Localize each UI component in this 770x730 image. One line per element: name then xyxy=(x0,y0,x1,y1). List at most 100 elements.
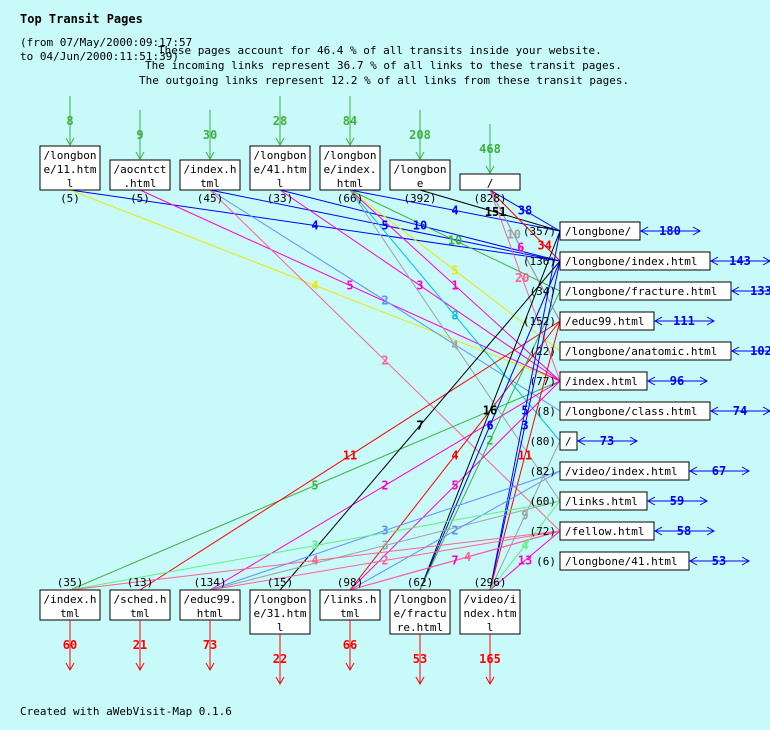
link-line xyxy=(419,290,561,591)
transit-count: 58 xyxy=(677,524,691,538)
transit-node[interactable]: /educ99.html(152)111 xyxy=(523,311,716,331)
link-count: 2 xyxy=(381,294,388,308)
top-node[interactable]: 8/longbone/11.html(5) xyxy=(39,96,101,205)
link-line xyxy=(489,260,561,591)
transit-node[interactable]: /longbone/fracture.html(34)133 xyxy=(530,281,770,301)
node-label: /longbone/class.html xyxy=(565,405,697,418)
top-node[interactable]: 468/(828) xyxy=(459,124,521,205)
link-line xyxy=(209,530,561,591)
node-box[interactable] xyxy=(39,589,101,621)
node-label: / xyxy=(565,435,572,448)
link-line xyxy=(489,320,561,591)
node-count: (136) xyxy=(523,255,556,268)
transit-node[interactable]: /longbone/anatomic.html(22)102 xyxy=(530,341,770,361)
node-label: /educ99.html xyxy=(565,315,644,328)
arrowhead-icon xyxy=(345,137,355,147)
link-count: 3 xyxy=(416,279,423,293)
bottom-node[interactable]: /educ99.html(134)73 xyxy=(179,576,241,672)
node-label: /index.h xyxy=(184,163,237,176)
node-box[interactable] xyxy=(249,145,311,191)
link-count: 6 xyxy=(486,419,493,433)
top-node[interactable]: 208/longbone(392) xyxy=(389,110,451,205)
node-box[interactable] xyxy=(109,159,171,191)
bottom-node[interactable]: /index.html(35)60 xyxy=(39,576,101,672)
node-box[interactable] xyxy=(319,145,381,191)
bottom-node[interactable]: /sched.html(13)21 xyxy=(109,576,171,672)
node-label: e/index. xyxy=(324,163,377,176)
node-label: /video/index.html xyxy=(565,465,678,478)
link-count: 4 xyxy=(451,204,458,218)
link-count: 6 xyxy=(517,241,524,255)
link-count: 2 xyxy=(381,479,388,493)
link-count: 3 xyxy=(381,524,388,538)
top-node[interactable]: 9/aocntct.html(5) xyxy=(109,110,171,205)
arrowhead-icon xyxy=(692,226,702,236)
summary-incoming: The incoming links represent 36.7 % of a… xyxy=(145,59,622,72)
node-box[interactable] xyxy=(179,159,241,191)
node-box[interactable] xyxy=(179,589,241,621)
node-count: (8) xyxy=(536,405,556,418)
transit-node[interactable]: /index.html(77)96 xyxy=(530,371,709,391)
bottom-node[interactable]: /longbone/31.html(15)22 xyxy=(249,576,311,686)
transit-node[interactable]: /longbone/index.html(136)143 xyxy=(523,251,770,271)
link-line xyxy=(209,470,561,591)
bottom-node[interactable]: /longbone/fracture.html(62)53 xyxy=(389,576,451,686)
transit-node[interactable]: /video/index.html(82)67 xyxy=(530,461,751,481)
arrowhead-icon xyxy=(275,137,285,147)
arrowhead-icon xyxy=(653,526,663,536)
node-label: /longbon xyxy=(254,593,307,606)
outgoing-count: 66 xyxy=(343,638,357,652)
transit-node[interactable]: /links.html(60)59 xyxy=(530,491,709,511)
transit-node[interactable]: /fellow.html(72)58 xyxy=(530,521,716,541)
node-box[interactable] xyxy=(389,589,451,635)
link-count: 5 xyxy=(381,219,388,233)
arrowhead-icon xyxy=(65,662,75,672)
link-line xyxy=(69,189,561,262)
arrowhead-icon xyxy=(485,165,495,175)
date-range-end: to 04/Jun/2000:11:51:39) xyxy=(20,50,179,63)
link-line xyxy=(489,189,561,262)
node-label: /longbone/anatomic.html xyxy=(565,345,717,358)
node-label: l xyxy=(277,177,284,190)
node-count: (45) xyxy=(197,192,224,205)
transit-count: 67 xyxy=(712,464,726,478)
link-count: 2 xyxy=(486,434,493,448)
transit-node[interactable]: /longbone/(357)180 xyxy=(523,221,702,241)
node-box[interactable] xyxy=(389,159,451,191)
node-box[interactable] xyxy=(459,173,521,191)
transit-node[interactable]: /longbone/41.html(6)53 xyxy=(536,551,751,571)
arrowhead-icon xyxy=(646,376,656,386)
node-count: (357) xyxy=(523,225,556,238)
arrowhead-icon xyxy=(205,662,215,672)
link-count: 1 xyxy=(451,279,458,293)
arrowhead-icon xyxy=(639,226,649,236)
transit-count: 73 xyxy=(600,434,614,448)
transit-node[interactable]: /(80)73 xyxy=(530,431,639,451)
link-count: 4 xyxy=(451,449,458,463)
node-count: (296) xyxy=(473,576,506,589)
node-count: (828) xyxy=(473,192,506,205)
link-line xyxy=(349,189,561,382)
node-box[interactable] xyxy=(39,145,101,191)
link-count: 13 xyxy=(518,554,532,568)
link-line xyxy=(489,230,561,591)
bottom-node[interactable]: /links.html(98)66 xyxy=(319,576,381,672)
arrowhead-icon xyxy=(706,316,716,326)
node-label: /longbon xyxy=(394,593,447,606)
transit-node[interactable]: /longbone/class.html(8)74 xyxy=(536,401,770,421)
node-count: (134) xyxy=(193,576,226,589)
arrowhead-icon xyxy=(629,436,639,446)
node-label: html xyxy=(337,177,364,190)
top-node[interactable]: 84/longbone/index.html(66) xyxy=(319,96,381,205)
top-node[interactable]: 30/index.html(45) xyxy=(179,110,241,205)
node-count: (6) xyxy=(536,555,556,568)
node-box[interactable] xyxy=(319,589,381,621)
node-box[interactable] xyxy=(109,589,171,621)
top-node[interactable]: 28/longbone/41.html(33) xyxy=(249,96,311,205)
node-box[interactable] xyxy=(249,589,311,635)
arrowhead-icon xyxy=(653,316,663,326)
bottom-node[interactable]: /video/index.html(296)165 xyxy=(459,576,521,686)
arrowhead-icon xyxy=(135,151,145,161)
